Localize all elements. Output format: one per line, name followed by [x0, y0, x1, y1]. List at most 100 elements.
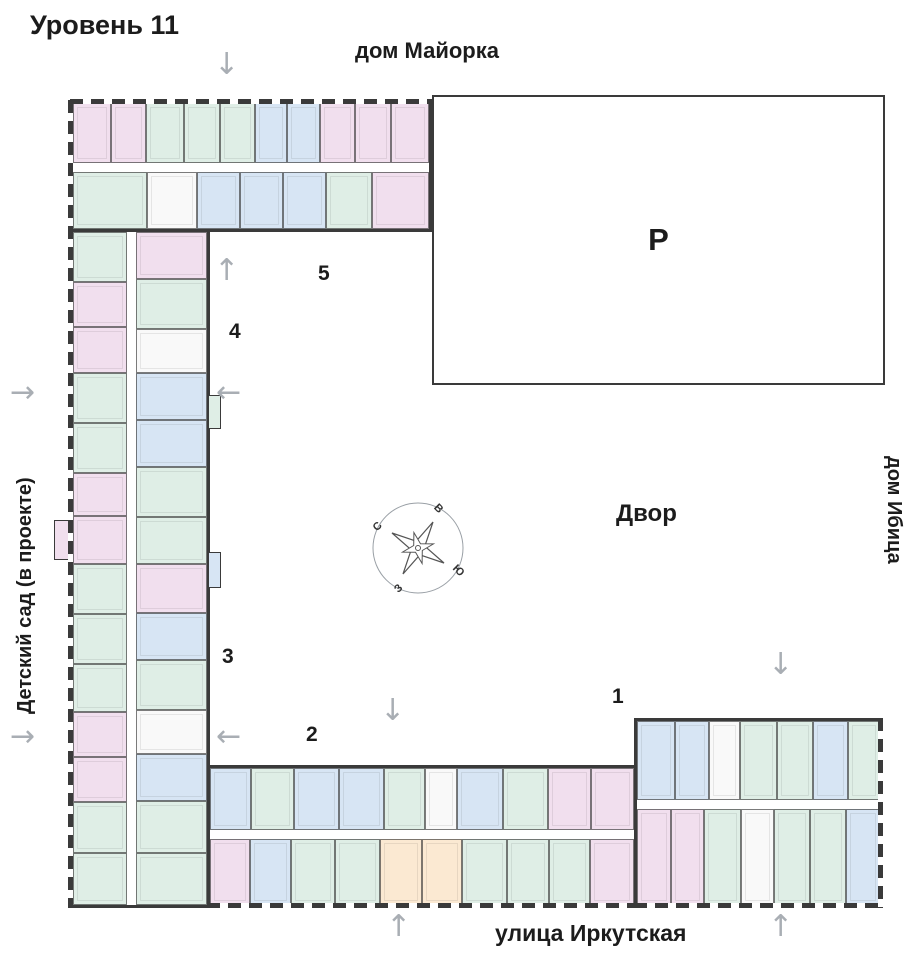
- balcony: [54, 520, 70, 560]
- apartment-unit[interactable]: [73, 852, 128, 906]
- apartment-unit[interactable]: [73, 171, 148, 229]
- apartment-unit[interactable]: [73, 802, 128, 853]
- apartment-unit[interactable]: [290, 838, 336, 905]
- apartment-unit[interactable]: [73, 563, 128, 614]
- apartment-unit[interactable]: [73, 664, 128, 712]
- apartment-unit[interactable]: [354, 103, 391, 163]
- apartment-unit[interactable]: [457, 768, 503, 830]
- apartment-unit[interactable]: [502, 768, 548, 830]
- apartment-unit[interactable]: [283, 171, 327, 229]
- apartment-unit[interactable]: [777, 721, 814, 800]
- apartment-unit[interactable]: [335, 838, 380, 905]
- apartment-unit[interactable]: [547, 768, 591, 830]
- apartment-unit[interactable]: [73, 473, 128, 516]
- apartment-unit[interactable]: [73, 103, 112, 163]
- stair-core: [708, 721, 740, 800]
- apartment-unit[interactable]: [136, 754, 207, 801]
- apartment-unit[interactable]: [773, 808, 810, 905]
- apartment-unit[interactable]: [136, 232, 207, 279]
- section-number-4: 4: [229, 320, 241, 343]
- apartment-unit[interactable]: [637, 721, 675, 800]
- apartment-unit[interactable]: [339, 768, 385, 830]
- corridor: [210, 829, 634, 839]
- parking-area: Р: [432, 95, 885, 385]
- apartment-unit[interactable]: [293, 768, 340, 830]
- apartment-unit[interactable]: [326, 171, 372, 229]
- compass-circle: [372, 502, 464, 594]
- apartment-unit[interactable]: [111, 103, 146, 163]
- apartment-unit[interactable]: [210, 768, 251, 830]
- apartment-row: [210, 768, 634, 830]
- apartment-unit[interactable]: [136, 279, 207, 329]
- apartment-unit[interactable]: [390, 103, 429, 163]
- stair-core: [136, 709, 207, 754]
- apartment-unit[interactable]: [73, 516, 128, 564]
- apartment-unit[interactable]: [136, 420, 207, 467]
- apartment-unit[interactable]: [136, 853, 207, 905]
- apartment-unit[interactable]: [73, 372, 128, 423]
- apartment-unit[interactable]: [506, 838, 550, 905]
- apartment-unit[interactable]: [136, 467, 207, 517]
- apartment-unit[interactable]: [287, 103, 321, 163]
- apartment-unit[interactable]: [254, 103, 288, 163]
- apartment-unit[interactable]: [250, 768, 294, 830]
- stair-core: [136, 328, 207, 373]
- apartment-row: [73, 103, 429, 163]
- apartment-unit[interactable]: [136, 801, 207, 853]
- apartment-unit[interactable]: [210, 838, 251, 905]
- apartment-unit[interactable]: [73, 613, 128, 665]
- apartment-row: [210, 838, 635, 905]
- entrance-arrow-up-icon: ↑: [214, 253, 240, 288]
- entrance-arrow-up-icon: ↑: [768, 909, 794, 944]
- apartment-unit[interactable]: [136, 373, 207, 420]
- apartment-unit[interactable]: [845, 808, 881, 905]
- apartment-unit[interactable]: [136, 563, 207, 613]
- apartment-unit[interactable]: [637, 808, 672, 905]
- apartment-row: [73, 171, 429, 229]
- apartment-unit[interactable]: [739, 721, 778, 800]
- apartment-unit[interactable]: [549, 838, 590, 905]
- apartment-unit[interactable]: [73, 711, 128, 758]
- apartment-unit[interactable]: [462, 838, 507, 905]
- building-wing-section-1: [634, 718, 883, 908]
- apartment-unit[interactable]: [371, 171, 429, 229]
- apartment-unit[interactable]: [73, 282, 128, 328]
- corridor: [73, 162, 429, 172]
- label-courtyard: Двор: [616, 500, 677, 527]
- apartment-unit[interactable]: [73, 757, 128, 803]
- apartment-unit[interactable]: [136, 660, 207, 710]
- apartment-unit[interactable]: [240, 171, 284, 229]
- apartment-unit[interactable]: [197, 171, 241, 229]
- apartment-unit[interactable]: [813, 721, 848, 800]
- apartment-unit[interactable]: [136, 516, 207, 564]
- apartment-unit[interactable]: [590, 768, 634, 830]
- apartment-unit[interactable]: [220, 103, 255, 163]
- apartment-unit[interactable]: [183, 103, 221, 163]
- apartment-unit[interactable]: [589, 838, 635, 905]
- apartment-unit[interactable]: [320, 103, 355, 163]
- apartment-unit[interactable]: [674, 721, 709, 800]
- apartment-unit[interactable]: [73, 422, 128, 474]
- entrance-arrow-right-icon: →: [10, 719, 36, 754]
- apartment-unit[interactable]: [422, 838, 463, 905]
- apartment-unit[interactable]: [847, 721, 881, 800]
- apartment-unit[interactable]: [703, 808, 742, 905]
- parking-label: Р: [648, 222, 669, 257]
- apartment-unit[interactable]: [379, 838, 423, 905]
- apartment-unit[interactable]: [73, 327, 128, 373]
- apartment-unit[interactable]: [671, 808, 704, 905]
- entrance-arrow-right-icon: →: [10, 375, 36, 410]
- apartment-unit[interactable]: [384, 768, 426, 830]
- apartment-unit[interactable]: [145, 103, 184, 163]
- entrance-arrow-down-icon: ↓: [380, 693, 406, 728]
- compass-west-label: З: [392, 582, 405, 595]
- corridor: [637, 799, 880, 809]
- apartment-unit[interactable]: [809, 808, 846, 905]
- apartment-row: [136, 232, 207, 905]
- apartment-unit[interactable]: [136, 613, 207, 660]
- building-wing-south: [207, 765, 637, 908]
- apartment-unit[interactable]: [73, 232, 128, 283]
- label-building-ibiza: дом Ибица: [883, 456, 905, 564]
- apartment-unit[interactable]: [250, 838, 291, 905]
- label-street-irkutskaya: улица Иркутская: [495, 920, 687, 946]
